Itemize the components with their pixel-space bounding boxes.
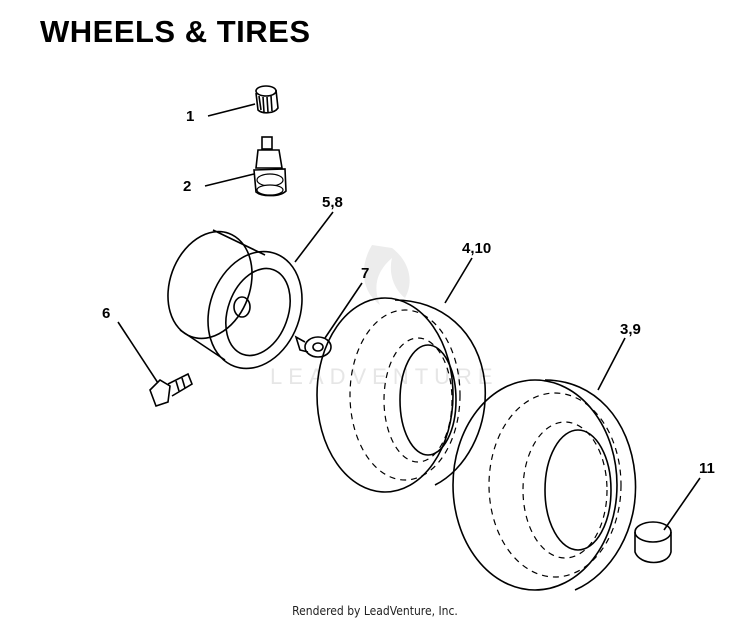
part-valve-cap[interactable] [255,85,279,114]
part-bushing[interactable] [634,521,672,564]
watermark: LEADVENTURE [270,245,499,389]
page-title: WHEELS & TIRES [40,14,311,49]
callout-3-9: 3,9 [620,321,641,338]
part-flange-nut[interactable] [294,335,332,358]
callout-4-10: 4,10 [462,240,491,257]
part-front-tire[interactable] [316,297,487,493]
leader-lines [117,103,701,531]
callout-6: 6 [102,305,110,322]
callout-5-8: 5,8 [322,194,343,211]
part-rear-tire[interactable] [452,379,637,591]
watermark-text: LEADVENTURE [270,364,499,389]
callout-2: 2 [183,178,191,195]
callout-7: 7 [361,265,369,282]
part-rim[interactable] [154,220,318,382]
part-lug-bolt[interactable] [149,372,193,408]
callout-11: 11 [699,460,715,477]
part-valve-stem[interactable] [253,136,287,197]
callout-1: 1 [186,108,194,125]
footer-credit: Rendered by LeadVenture, Inc. [292,604,458,618]
